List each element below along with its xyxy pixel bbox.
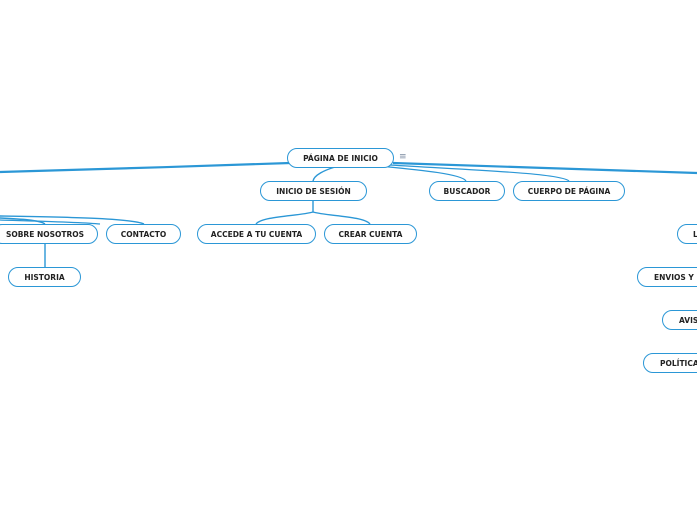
node-crear-cuenta[interactable]: CREAR CUENTA <box>324 224 417 244</box>
node-cuerpo-pagina[interactable]: CUERPO DE PÁGINA <box>513 181 625 201</box>
node-right-top-partial[interactable]: L <box>677 224 697 244</box>
connector-left-contacto <box>0 215 145 225</box>
connector-root-buscador <box>379 165 467 182</box>
connector-inicio-crear <box>312 211 371 225</box>
node-accede-cuenta[interactable]: ACCEDE A TU CUENTA <box>197 224 316 244</box>
connector-inicio-accede <box>255 211 314 225</box>
root-node-pagina-inicio[interactable]: PÁGINA DE INICIO <box>287 148 394 168</box>
node-historia[interactable]: HISTORIA <box>8 267 81 287</box>
node-politica-partial[interactable]: POLÍTICA <box>643 353 697 373</box>
connector-root-cuerpo <box>389 164 570 182</box>
node-contacto[interactable]: CONTACTO <box>106 224 181 244</box>
connector-root-left <box>0 161 291 174</box>
node-envios-partial[interactable]: ENVIOS Y D <box>637 267 697 287</box>
notes-icon[interactable]: ≡ <box>399 152 407 162</box>
connector-left-sobre <box>0 217 46 225</box>
node-avis-partial[interactable]: AVIS <box>662 310 697 330</box>
node-sobre-nosotros[interactable]: SOBRE NOSOTROS <box>0 224 98 244</box>
connector-root-inicio <box>312 166 336 182</box>
connector-root-right <box>392 161 697 175</box>
node-inicio-sesion[interactable]: INICIO DE SESIÓN <box>260 181 367 201</box>
node-buscador[interactable]: BUSCADOR <box>429 181 505 201</box>
connector-left-extra <box>0 219 101 225</box>
